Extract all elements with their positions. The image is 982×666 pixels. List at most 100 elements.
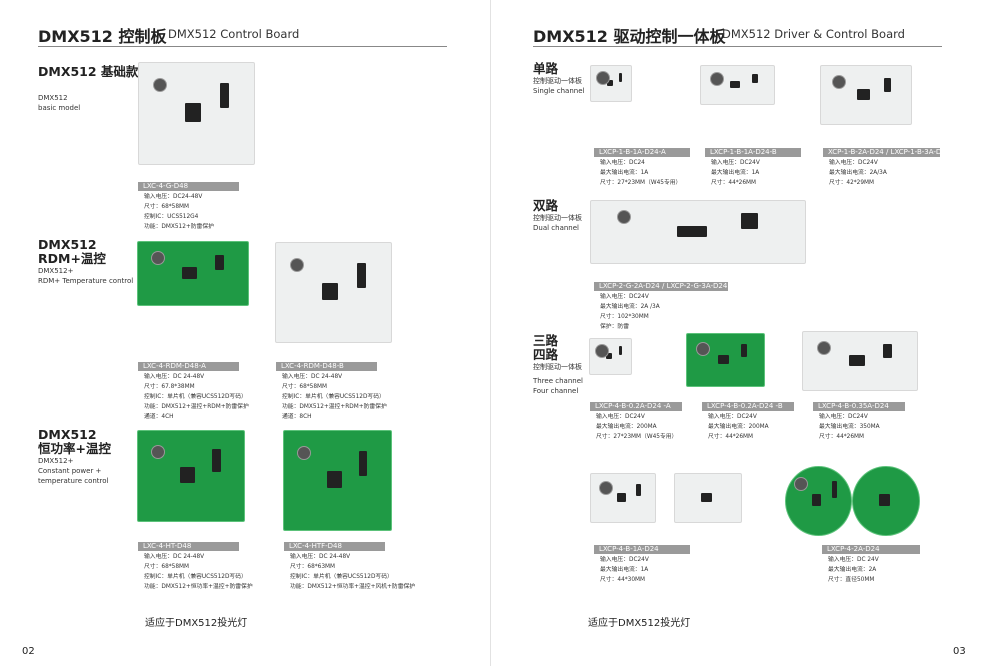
spec-line: 最大输出电流：1A — [600, 170, 649, 176]
spec-line: 保护：防雷 — [600, 324, 629, 330]
spec-line: 控制IC：单片机（兼容UCS512D写码） — [144, 394, 247, 400]
product-board-image — [674, 473, 742, 523]
section-subtitle: 控制驱动一体板 — [533, 77, 582, 85]
page-number-left: 02 — [22, 646, 35, 657]
section-title: 四路 — [533, 347, 559, 362]
product-model-label: LXC-4-RDM-D48-A — [138, 362, 239, 371]
spec-line: 输入电压：DC 24-48V — [144, 374, 205, 380]
section-subtitle: DMX512 — [38, 94, 68, 102]
spec-line: 功能：DMX512+温控+RDM+防雷保护 — [144, 404, 249, 410]
spec-line: 最大输出电流：200MA — [708, 424, 769, 430]
product-model-label: LXCP-4-B-1A-D24 — [594, 545, 690, 554]
section-single: 单路 控制驱动一体板 Single channel — [533, 62, 584, 96]
spec-line: 功能：DMX512+防雷保护 — [144, 224, 214, 230]
spec-line: 通道：4CH — [144, 414, 174, 420]
right-title-en: DMX512 Driver & Control Board — [722, 27, 905, 41]
section-title: 单路 — [533, 61, 559, 76]
page-fold — [490, 0, 491, 666]
section-rdm: DMX512 RDM+温控 DMX512+ RDM+ Temperature c… — [38, 238, 133, 286]
product-model-label: LXCP-1-B-1A-D24-B — [705, 148, 801, 157]
spec-line: 功能：DMX512+恒功率+温控+防雷保护 — [144, 584, 253, 590]
spec-line: 控制IC：单片机（兼容UCS512D写码） — [144, 574, 247, 580]
product-model-label: LXCP-4-B-0.2A-D24 -B — [702, 402, 794, 411]
section-subtitle: Constant power + — [38, 467, 102, 475]
spec-line: 尺寸：44*26MM — [708, 434, 754, 440]
spec-line: 尺寸：68*58MM — [282, 384, 328, 390]
spec-line: 尺寸：27*23MM（W45专用） — [600, 180, 682, 186]
spec-line: 最大输出电流：350MA — [819, 424, 880, 430]
page-number-right: 03 — [953, 646, 966, 657]
spec-line: 尺寸：42*29MM — [829, 180, 875, 186]
spec-line: 输入电压：DC24 — [600, 160, 645, 166]
product-model-label: LXCP-2-G-2A-D24 / LXCP-2-G-3A-D24 — [594, 282, 728, 291]
spec-line: 输入电压：DC24V — [819, 414, 868, 420]
product-model-label: LXCP-4-2A-D24 — [822, 545, 920, 554]
product-model-label: LXC-4-HTF-D48 — [284, 542, 385, 551]
section-subtitle: Three channel — [533, 377, 583, 385]
spec-line: 控制IC：单片机（兼容UCS512D写码） — [290, 574, 393, 580]
section-basic: DMX512 基础款 DMX512 basic model — [38, 65, 138, 113]
section-title: 双路 — [533, 198, 559, 213]
spec-line: 最大输出电流：2A /3A — [600, 304, 660, 310]
spec-line: 最大输出电流：1A — [600, 567, 649, 573]
product-model-label: LXC-4-G-D48 — [138, 182, 239, 191]
product-specs: 输入电压：DC 24-48V 尺寸：67.8*38MM 控制IC：单片机（兼容UCS… — [144, 372, 249, 422]
product-board-image — [590, 65, 632, 102]
left-title-rule — [38, 46, 447, 47]
spec-line: 输入电压：DC24V — [600, 294, 649, 300]
spec-line: 输入电压：DC24V — [596, 414, 645, 420]
product-specs: 输入电压：DC24V 最大输出电流：2A /3A 尺寸：102*30MM 保护：防雷 — [600, 292, 660, 332]
spec-line: 尺寸：67.8*38MM — [144, 384, 195, 390]
section-subtitle: Dual channel — [533, 224, 579, 232]
product-board-image — [802, 331, 918, 391]
product-board-image — [275, 242, 392, 343]
product-board-image — [589, 338, 632, 375]
product-specs: 输入电压：DC24V 最大输出电流：200MA 尺寸：44*26MM — [708, 412, 769, 442]
section-subtitle: Single channel — [533, 87, 585, 95]
product-board-image — [590, 200, 806, 264]
spec-line: 输入电压：DC 24-48V — [282, 374, 343, 380]
spec-line: 输入电压：DC 24-48V — [290, 554, 351, 560]
spec-line: 尺寸：68*58MM — [144, 204, 190, 210]
right-title-cn: DMX512 驱动控制一体板 — [533, 27, 726, 46]
section-title: 恒功率+温控 — [38, 441, 111, 456]
spec-line: 尺寸：102*30MM — [600, 314, 649, 320]
spec-line: 尺寸：27*23MM（W45专用） — [596, 434, 678, 440]
section-title: DMX512 基础款 — [38, 64, 139, 79]
left-footer: 适应于DMX512投光灯 — [145, 618, 248, 629]
spec-line: 最大输出电流：2A — [828, 567, 877, 573]
spec-line: 最大输出电流：200MA — [596, 424, 657, 430]
product-board-image — [137, 241, 249, 306]
spec-line: 输入电压：DC24V — [708, 414, 757, 420]
spec-line: 尺寸：直径50MM — [828, 577, 875, 583]
section-title: DMX512 — [38, 427, 97, 442]
spec-line: 尺寸：68*63MM — [290, 564, 336, 570]
right-title-rule — [533, 46, 942, 47]
spec-line: 输入电压：DC24V — [600, 557, 649, 563]
product-model-label: LXC-4-HT-D48 — [138, 542, 239, 551]
section-subtitle: Four channel — [533, 387, 579, 395]
section-subtitle: DMX512+ — [38, 457, 74, 465]
spec-line: 输入电压：DC24-48V — [144, 194, 203, 200]
section-title: DMX512 — [38, 237, 97, 252]
product-model-label: LXCP-4-B-0.2A-D24 -A — [590, 402, 682, 411]
spec-line: 输入电压：DC 24V — [828, 557, 879, 563]
product-model-label: LXC-4-RDM-D48-B — [276, 362, 377, 371]
spec-line: 最大输出电流：1A — [711, 170, 760, 176]
left-title-en: DMX512 Control Board — [168, 27, 300, 41]
product-specs: 输入电压：DC 24V 最大输出电流：2A 尺寸：直径50MM — [828, 555, 879, 585]
product-board-image — [686, 333, 765, 387]
product-specs: 输入电压：DC24 最大输出电流：1A 尺寸：27*23MM（W45专用） — [600, 158, 681, 188]
spec-line: 功能：DMX512+温控+RDM+防雷保护 — [282, 404, 387, 410]
section-constant-power: DMX512 恒功率+温控 DMX512+ Constant power + t… — [38, 428, 111, 486]
product-board-image — [137, 430, 245, 522]
product-board-image — [283, 430, 392, 531]
product-board-image — [138, 62, 255, 165]
section-subtitle: basic model — [38, 104, 81, 112]
